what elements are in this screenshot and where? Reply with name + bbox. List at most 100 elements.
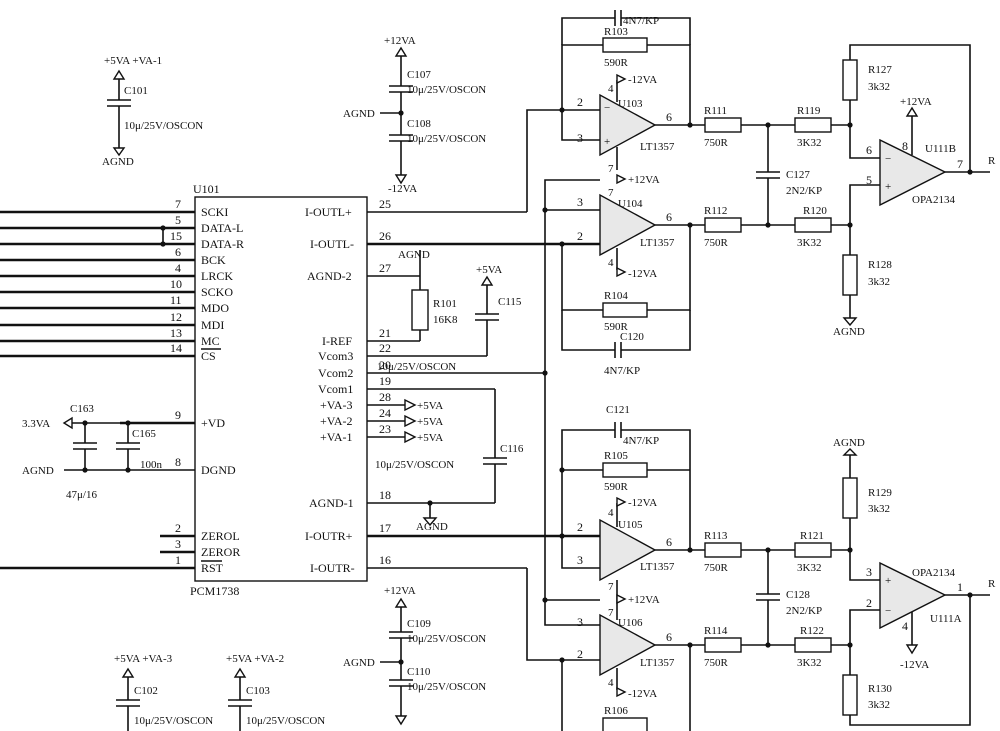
svg-text:18: 18	[379, 488, 391, 502]
svg-text:3k32: 3k32	[868, 276, 890, 288]
svg-text:C127: C127	[786, 169, 810, 181]
svg-text:10μ/25V/OSCON: 10μ/25V/OSCON	[124, 120, 203, 132]
svg-text:-12VA: -12VA	[628, 688, 657, 700]
svg-text:+VA-3: +VA-3	[320, 398, 353, 412]
svg-text:3K32: 3K32	[797, 137, 821, 149]
svg-text:DGND: DGND	[201, 463, 236, 477]
svg-text:2: 2	[866, 596, 872, 610]
svg-text:−: −	[604, 102, 610, 114]
svg-text:-12VA: -12VA	[628, 268, 657, 280]
svg-text:ZEROR: ZEROR	[201, 545, 240, 559]
svg-text:24: 24	[379, 406, 391, 420]
svg-text:10μ/25V/OSCON: 10μ/25V/OSCON	[407, 84, 486, 96]
svg-text:3K32: 3K32	[797, 237, 821, 249]
svg-text:10μ/25V/OSCON: 10μ/25V/OSCON	[246, 715, 325, 727]
svg-text:U111A: U111A	[930, 613, 962, 625]
svg-text:10μ/25V/OSCON: 10μ/25V/OSCON	[377, 361, 456, 373]
svg-text:750R: 750R	[704, 237, 729, 249]
svg-text:R103: R103	[604, 26, 628, 38]
svg-text:3: 3	[577, 553, 583, 567]
svg-text:25: 25	[379, 197, 391, 211]
iv-stage-left: R103 590R 4N7/KP 2 3 6 − + U103 LT1357 -…	[526, 10, 880, 600]
svg-text:8: 8	[902, 139, 908, 153]
cap-c107-c108: +12VA -12VA AGND C107 10μ/25V/OSCON C108…	[343, 35, 486, 195]
cap-c109-c110: +12VA AGND C109 10μ/25V/OSCON C110 10μ/2…	[343, 585, 486, 726]
svg-text:27: 27	[379, 261, 391, 275]
svg-text:6: 6	[666, 535, 672, 549]
svg-text:16: 16	[379, 553, 391, 567]
svg-text:C121: C121	[606, 404, 630, 416]
svg-text:3: 3	[866, 565, 872, 579]
svg-text:LT1357: LT1357	[640, 237, 675, 249]
svg-text:C165: C165	[132, 428, 156, 440]
svg-text:4: 4	[902, 619, 908, 633]
svg-text:+VA-2: +VA-2	[320, 414, 353, 428]
ic-right-pin-names: I-OUTL+ I-OUTL- AGND-2 I-REF Vcom3 Vcom2…	[305, 205, 355, 575]
svg-text:2: 2	[175, 521, 181, 535]
svg-text:+12VA: +12VA	[900, 96, 932, 108]
svg-text:28: 28	[379, 390, 391, 404]
svg-text:+: +	[885, 575, 891, 587]
svg-text:I-OUTR+: I-OUTR+	[305, 529, 353, 543]
svg-text:Vcom1: Vcom1	[318, 382, 353, 396]
svg-text:U105: U105	[618, 519, 643, 531]
svg-text:I-OUTL+: I-OUTL+	[305, 205, 352, 219]
va-supply-arrows: +5VA +5VA +5VA	[404, 398, 443, 444]
svg-text:3k32: 3k32	[868, 699, 890, 711]
svg-text:10μ/25V/OSCON: 10μ/25V/OSCON	[134, 715, 213, 727]
svg-text:3: 3	[577, 195, 583, 209]
svg-text:2N2/KP: 2N2/KP	[786, 605, 822, 617]
ic-u101-ref: U101	[193, 182, 220, 196]
svg-text:4N7/KP: 4N7/KP	[604, 365, 640, 377]
svg-text:4: 4	[608, 507, 614, 519]
svg-text:OPA2134: OPA2134	[912, 194, 955, 206]
svg-text:7: 7	[608, 187, 614, 199]
svg-text:ZEROL: ZEROL	[201, 529, 240, 543]
svg-text:8: 8	[175, 455, 181, 469]
svg-text:AGND: AGND	[343, 108, 375, 120]
svg-text:11: 11	[170, 293, 182, 307]
svg-text:2: 2	[577, 229, 583, 243]
svg-text:3: 3	[577, 131, 583, 145]
svg-text:U106: U106	[618, 617, 643, 629]
svg-text:C110: C110	[407, 666, 431, 678]
svg-text:+12VA: +12VA	[384, 585, 416, 597]
svg-text:4: 4	[175, 261, 181, 275]
svg-text:AGND: AGND	[343, 657, 375, 669]
svg-text:-12VA: -12VA	[628, 74, 657, 86]
svg-text:+5VA: +5VA	[476, 264, 502, 276]
svg-text:3k32: 3k32	[868, 503, 890, 515]
svg-text:3: 3	[577, 615, 583, 629]
cap-c102-c103: +5VA +VA-3 C102 10μ/25V/OSCON +5VA +VA-2…	[114, 653, 325, 731]
svg-text:AGND: AGND	[22, 465, 54, 477]
svg-text:R113: R113	[704, 530, 728, 542]
cap-c101: +5VA +VA-1 C101 10μ/25V/OSCON AGND	[102, 55, 203, 168]
svg-text:+VA-1: +VA-1	[320, 430, 353, 444]
svg-text:+12VA: +12VA	[628, 594, 660, 606]
svg-text:6: 6	[175, 245, 181, 259]
svg-text:10μ/25V/OSCON: 10μ/25V/OSCON	[407, 681, 486, 693]
svg-text:26: 26	[379, 229, 391, 243]
ic-left-pin-numbers: 7 5 15 6 4 10 11 12 13 14 9 8 2 3 1	[170, 197, 182, 567]
svg-text:5: 5	[175, 213, 181, 227]
svg-text:+: +	[885, 181, 891, 193]
svg-text:6: 6	[866, 143, 872, 157]
svg-text:U104: U104	[618, 198, 643, 210]
svg-text:3K32: 3K32	[797, 657, 821, 669]
svg-text:100n: 100n	[140, 459, 163, 471]
svg-text:-12VA: -12VA	[900, 659, 929, 671]
svg-text:DATA-L: DATA-L	[201, 221, 243, 235]
svg-text:3.3VA: 3.3VA	[22, 418, 50, 430]
svg-text:C109: C109	[407, 618, 431, 630]
svg-text:C101: C101	[124, 85, 148, 97]
svg-text:2: 2	[577, 647, 583, 661]
svg-text:10μ/25V/OSCON: 10μ/25V/OSCON	[375, 459, 454, 471]
svg-text:+5VA: +5VA	[417, 432, 443, 444]
svg-text:4N7/KP: 4N7/KP	[623, 15, 659, 27]
svg-text:2: 2	[577, 520, 583, 534]
svg-text:4N7/KP: 4N7/KP	[623, 435, 659, 447]
svg-text:LT1357: LT1357	[640, 657, 675, 669]
svg-text:-12VA: -12VA	[628, 497, 657, 509]
svg-text:+12VA: +12VA	[628, 174, 660, 186]
svg-text:R106: R106	[604, 705, 628, 717]
